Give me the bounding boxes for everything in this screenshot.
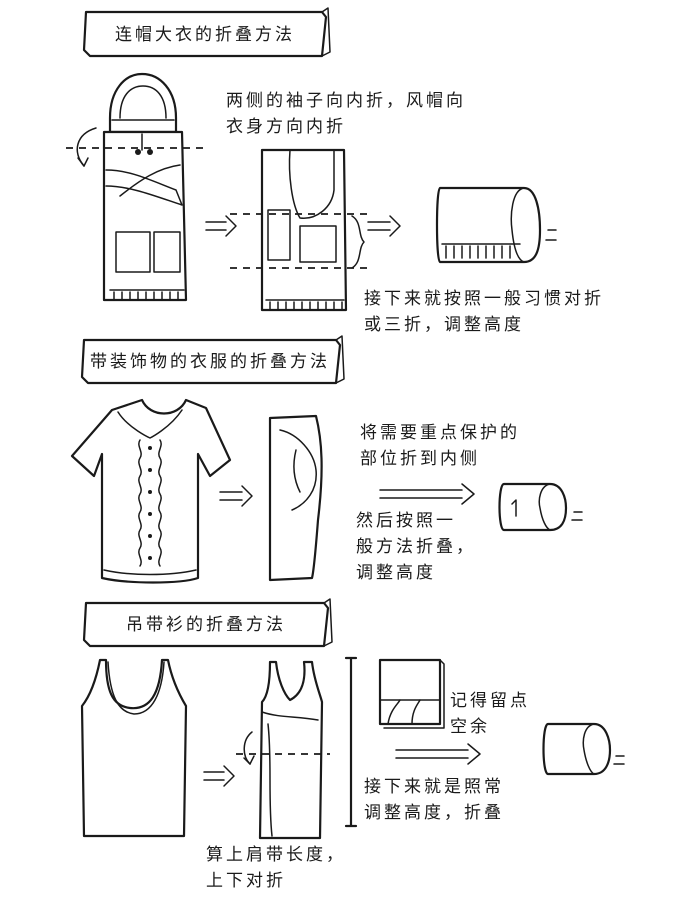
note-adjust-height: 接下来就是照常 调整高度，折叠 xyxy=(364,774,504,826)
note-line: 衣身方向内折 xyxy=(226,117,346,137)
folded-shirt-icon xyxy=(268,414,323,582)
arrow-right-icon xyxy=(219,485,253,507)
note-fold-thirds: 接下来就按照一般习惯对折 或三折，调整高度 xyxy=(364,286,604,338)
note-line: 接下来就是照常 xyxy=(364,777,504,797)
note-sleeves-hood: 两侧的袖子向内折，风帽向 衣身方向内折 xyxy=(226,88,466,140)
shirt-with-ruffle-icon xyxy=(70,398,232,584)
note-line: 将需要重点保护的 xyxy=(360,423,520,443)
note-strap-length: 算上肩带长度， 上下对折 xyxy=(206,842,346,894)
note-line: 空余 xyxy=(450,717,490,737)
arrow-right-icon xyxy=(203,765,235,787)
hooded-coat-icon xyxy=(66,72,206,302)
note-line: 上下对折 xyxy=(206,871,286,891)
section-title-decorated-clothes: 带装饰物的衣服的折叠方法 xyxy=(90,352,330,372)
title-frame-2 xyxy=(80,335,345,385)
note-line: 或三折，调整高度 xyxy=(364,315,524,335)
arrow-right-icon xyxy=(367,215,401,237)
note-line: 般方法折叠， xyxy=(356,537,476,557)
arrow-right-icon xyxy=(395,743,481,765)
note-line: 调整高度，折叠 xyxy=(364,803,504,823)
arrow-right-icon xyxy=(205,215,237,237)
folded-roll-icon xyxy=(435,186,557,264)
arrow-right-icon xyxy=(379,483,475,505)
note-fold-normally: 然后按照一 般方法折叠， 调整高度 xyxy=(356,508,476,586)
folded-camisole-icon xyxy=(236,656,358,840)
note-line: 算上肩带长度， xyxy=(206,845,346,865)
title-frame-3 xyxy=(82,598,333,648)
section-title-camisole: 吊带衫的折叠方法 xyxy=(126,615,286,635)
folded-coat-icon xyxy=(230,148,372,312)
folded-roll-icon xyxy=(498,482,583,532)
folded-camisole-block-icon xyxy=(378,658,445,729)
note-leave-space: 记得留点 空余 xyxy=(450,688,530,740)
camisole-icon xyxy=(80,658,188,838)
note-line: 记得留点 xyxy=(450,691,530,711)
note-protect-inside: 将需要重点保护的 部位折到内侧 xyxy=(360,420,520,472)
note-line: 调整高度 xyxy=(356,563,436,583)
note-line: 两侧的袖子向内折，风帽向 xyxy=(226,91,466,111)
note-line: 部位折到内侧 xyxy=(360,449,480,469)
section-title-hooded-coat: 连帽大衣的折叠方法 xyxy=(115,25,295,45)
folded-roll-icon xyxy=(542,722,625,776)
note-line: 接下来就按照一般习惯对折 xyxy=(364,289,604,309)
title-frame-1 xyxy=(82,7,331,58)
note-line: 然后按照一 xyxy=(356,511,456,531)
